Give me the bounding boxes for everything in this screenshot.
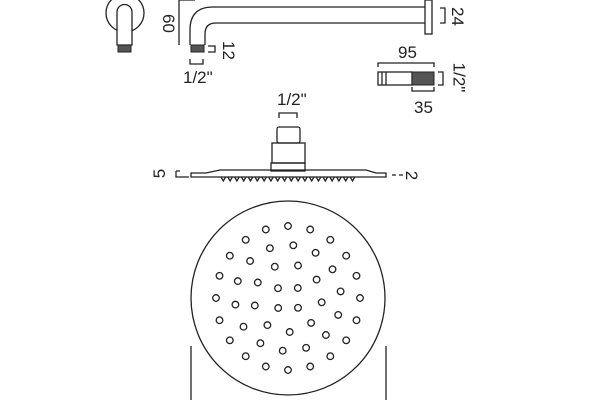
spray-hole — [253, 278, 262, 287]
spray-hole — [241, 235, 250, 244]
spray-hole — [239, 322, 248, 331]
spray-hole — [326, 352, 335, 361]
spray-hole — [215, 316, 224, 325]
spray-hole — [336, 287, 345, 296]
shower-head-front — [190, 200, 386, 396]
dim-12-bracket — [208, 45, 216, 53]
dim-95-bracket — [377, 62, 435, 67]
spray-hole — [317, 298, 326, 307]
spray-hole — [256, 339, 265, 348]
spray-hole — [261, 225, 270, 234]
spray-hole — [225, 251, 234, 260]
spray-hole — [328, 265, 337, 274]
dim-60-label: 60 — [158, 14, 178, 33]
shower-arm — [189, 0, 433, 53]
dim-5-label: 5 — [150, 168, 170, 179]
spray-hole — [284, 366, 292, 374]
spray-hole — [246, 257, 255, 265]
dim-35-label: 35 — [414, 98, 433, 117]
dim-60-line — [178, 0, 195, 45]
spray-hole — [342, 251, 351, 260]
spray-hole — [265, 244, 274, 253]
spray-hole — [356, 294, 364, 302]
spray-hole — [294, 303, 302, 312]
spray-hole — [284, 222, 292, 230]
spray-hole — [250, 301, 259, 310]
spray-hole — [274, 284, 282, 293]
dim-arm-thread-label: 1/2" — [183, 68, 213, 87]
spray-hole — [225, 336, 234, 345]
spray-hole — [289, 241, 298, 250]
spray-hole — [306, 362, 315, 371]
dim-35-bracket — [411, 87, 435, 92]
spray-hole — [263, 321, 272, 330]
dim-head-inlet-label: 1/2" — [277, 90, 307, 109]
spray-hole — [261, 362, 270, 371]
spray-hole — [306, 225, 315, 234]
spray-hole — [270, 262, 279, 271]
dim-24-label: 24 — [447, 7, 467, 26]
spray-hole — [352, 271, 361, 280]
spray-hole — [233, 277, 242, 286]
spray-hole — [212, 294, 220, 302]
shower-head-side — [175, 112, 403, 183]
spray-hole — [294, 261, 302, 270]
spray-hole — [342, 336, 351, 345]
spray-hole — [293, 284, 302, 292]
spray-hole — [326, 235, 335, 244]
spray-hole — [241, 352, 250, 361]
dim-arm-thread-bracket — [189, 59, 204, 65]
spray-hole — [231, 300, 240, 309]
spray-hole — [307, 318, 316, 327]
extension-pipe — [377, 62, 444, 92]
wall-outlet — [105, 0, 145, 53]
spray-hole — [274, 304, 283, 312]
dim-12-label: 12 — [218, 41, 238, 60]
spray-hole — [302, 343, 311, 352]
spray-hole — [215, 271, 224, 280]
dim-ext-thread-bracket — [438, 71, 444, 86]
dim-95-label: 95 — [398, 43, 417, 62]
dim-24-bracket — [440, 7, 446, 24]
spray-hole — [334, 310, 343, 319]
spray-hole — [312, 275, 321, 284]
spray-hole — [285, 328, 294, 336]
spray-hole — [352, 316, 361, 325]
dim-ext-thread-label: 1/2" — [449, 62, 469, 93]
spray-hole — [278, 346, 287, 355]
spray-hole — [321, 331, 330, 339]
dim-2-label: 2 — [402, 170, 422, 181]
spray-hole — [311, 248, 320, 257]
bottom-dimension-lines — [190, 346, 387, 400]
